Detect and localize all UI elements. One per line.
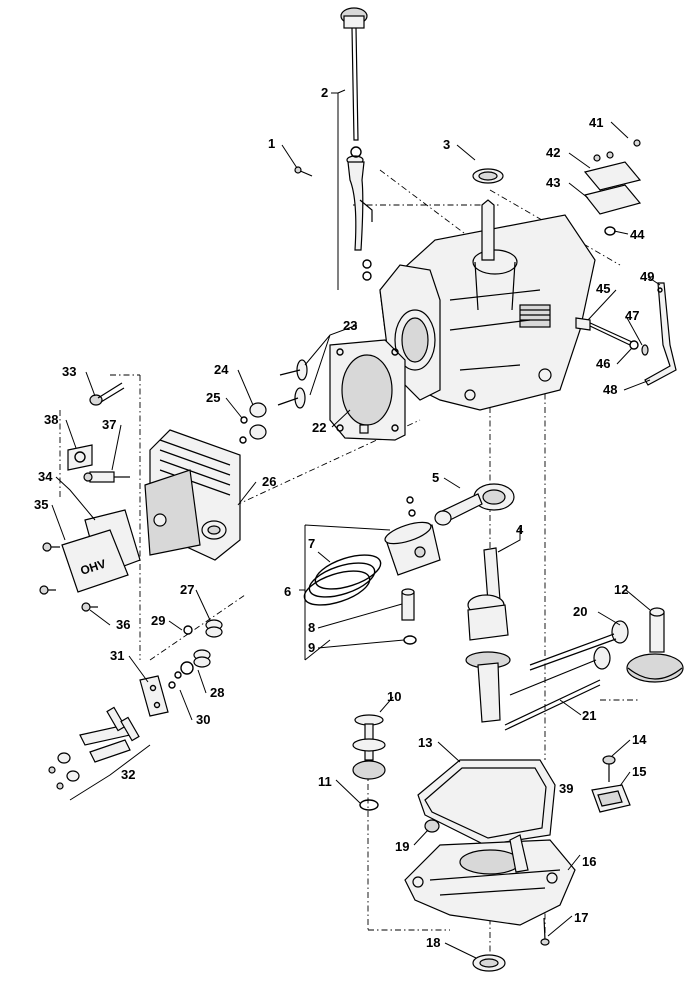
callout-31: 31 xyxy=(110,648,124,663)
tappets-20 xyxy=(509,620,629,696)
callout-36: 36 xyxy=(116,617,130,632)
callout-12: 12 xyxy=(614,582,628,597)
callout-2: 2 xyxy=(321,85,328,100)
callout-10: 10 xyxy=(387,689,401,704)
callout-24: 24 xyxy=(214,362,229,377)
oil-seal-18 xyxy=(472,954,506,972)
spark-plug-37 xyxy=(83,471,130,483)
breather-screw-14 xyxy=(602,755,616,782)
callout-37: 37 xyxy=(102,417,116,432)
callout-7: 7 xyxy=(308,536,315,551)
screws-41-42 xyxy=(593,139,641,162)
piston-rings-7 xyxy=(303,554,382,606)
callout-45: 45 xyxy=(596,281,610,296)
callout-15: 15 xyxy=(632,764,646,779)
cylinder-head-26 xyxy=(144,429,241,561)
callout-11: 11 xyxy=(318,774,332,789)
callout-3: 3 xyxy=(443,137,450,152)
piston-pin-8 xyxy=(401,588,415,621)
callout-4: 4 xyxy=(516,522,524,537)
callout-35: 35 xyxy=(34,497,48,512)
dipstick-tube xyxy=(346,146,373,281)
washer-46 xyxy=(629,340,639,350)
rocker-arms-32 xyxy=(48,706,140,790)
gasket-38 xyxy=(67,444,93,471)
callout-16: 16 xyxy=(582,854,596,869)
leader-lines xyxy=(51,89,661,959)
callout-43: 43 xyxy=(546,175,560,190)
callout-17: 17 xyxy=(574,910,588,925)
callout-5: 5 xyxy=(432,470,439,485)
callout-32: 32 xyxy=(121,767,135,782)
push-rods-21 xyxy=(504,679,601,731)
cover-screws-36 xyxy=(39,542,98,612)
o-ring-44 xyxy=(604,226,616,236)
connecting-rod-5 xyxy=(406,483,515,526)
governor-lever-48-49 xyxy=(644,282,677,386)
valve-cover-35: OHV xyxy=(61,529,129,593)
valve-keepers-29-30 xyxy=(168,671,182,689)
callout-48: 48 xyxy=(603,382,617,397)
crankcase-gasket-13 xyxy=(417,759,556,846)
dipstick xyxy=(340,7,368,141)
callout-22: 22 xyxy=(312,420,326,435)
callout-34: 34 xyxy=(38,469,53,484)
pin-clip-9 xyxy=(403,635,417,645)
callout-25: 25 xyxy=(206,390,220,405)
bolt-17 xyxy=(540,917,550,946)
gasket-43 xyxy=(583,184,642,215)
plug-19 xyxy=(424,819,440,833)
callout-29: 29 xyxy=(151,613,165,628)
callout-49: 49 xyxy=(640,269,654,284)
cover-plate-42 xyxy=(583,161,642,191)
washer-11 xyxy=(359,799,379,811)
governor-10 xyxy=(352,714,386,780)
callout-26: 26 xyxy=(262,474,276,489)
breather-15 xyxy=(591,784,631,813)
callout-27: 27 xyxy=(180,582,194,597)
callout-39: 39 xyxy=(559,781,573,796)
callout-30: 30 xyxy=(196,712,210,727)
callout-41: 41 xyxy=(589,115,603,130)
callout-20: 20 xyxy=(573,604,587,619)
callout-9: 9 xyxy=(308,640,315,655)
callout-1: 1 xyxy=(268,136,275,151)
callout-labels: 1 2 3 4 5 6 7 8 9 10 11 12 13 14 15 16 1… xyxy=(34,85,654,950)
rocker-plate-31 xyxy=(139,675,169,717)
callout-47: 47 xyxy=(625,308,639,323)
valve-seals-24-25 xyxy=(239,402,267,444)
callout-19: 19 xyxy=(395,839,409,854)
callout-23: 23 xyxy=(343,318,357,333)
callout-8: 8 xyxy=(308,620,315,635)
clip-47 xyxy=(641,344,649,356)
callout-21: 21 xyxy=(582,708,596,723)
valve-springs-27-28 xyxy=(180,619,223,675)
oil-seal-3 xyxy=(472,168,504,184)
camshaft-12 xyxy=(626,607,684,683)
callout-46: 46 xyxy=(596,356,610,371)
crankcase-cover-16 xyxy=(404,834,576,926)
callout-13: 13 xyxy=(418,735,432,750)
callout-14: 14 xyxy=(632,732,647,747)
callout-28: 28 xyxy=(210,685,224,700)
valves-23 xyxy=(277,359,308,409)
screw-1 xyxy=(294,166,313,177)
crankcase-block xyxy=(379,199,596,411)
head-gasket-22 xyxy=(329,339,406,441)
crankshaft-4 xyxy=(465,547,511,723)
callout-6: 6 xyxy=(284,584,291,599)
piston xyxy=(384,521,441,576)
callout-18: 18 xyxy=(426,935,440,950)
callout-44: 44 xyxy=(630,227,645,242)
head-bolt-33 xyxy=(89,382,125,406)
callout-38: 38 xyxy=(44,412,58,427)
governor-shaft-45 xyxy=(575,317,633,346)
callout-42: 42 xyxy=(546,145,560,160)
callout-33: 33 xyxy=(62,364,76,379)
